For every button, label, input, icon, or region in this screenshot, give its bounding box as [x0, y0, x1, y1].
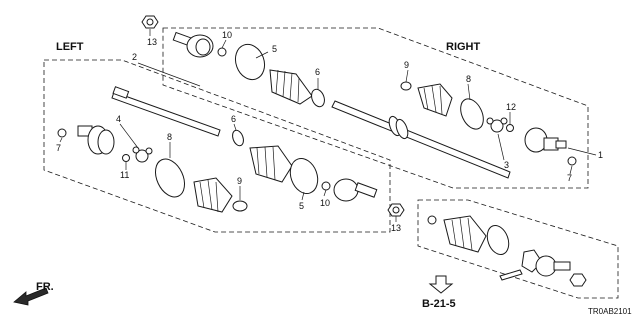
left-shaft: [111, 86, 221, 137]
nut-13-bottom: [387, 203, 405, 217]
left-group-outline: [43, 59, 391, 233]
callout-5-right: 5: [272, 44, 277, 54]
callout-5-left: 5: [299, 201, 304, 211]
callout-8-left: 8: [167, 132, 172, 142]
callout-10-left: 10: [320, 198, 330, 208]
right-group-outline: [162, 27, 589, 189]
callout-9-left: 9: [237, 176, 242, 186]
right-boot-band-8: [460, 98, 484, 130]
right-boot-band-5a: [234, 43, 266, 81]
left-clip-11: [122, 154, 130, 162]
right-header: RIGHT: [446, 41, 481, 53]
left-boot-band-5: [289, 158, 319, 194]
left-clip-9: [232, 200, 248, 212]
right-washer-10: [217, 47, 227, 57]
right-inner-joint: [524, 127, 567, 153]
callout-3: 3: [504, 160, 509, 170]
callout-9-right: 9: [404, 60, 409, 70]
callout-8-right: 8: [466, 74, 471, 84]
sub-assembly-outline: [417, 199, 619, 299]
left-header: LEFT: [56, 41, 84, 53]
right-outer-boot: [269, 69, 313, 105]
callout-1: 1: [598, 150, 603, 160]
callout-7-left: 7: [56, 143, 61, 153]
right-boot-clamp-6: [311, 88, 325, 108]
right-clip-12: [506, 124, 514, 132]
left-inner-boot: [193, 177, 233, 213]
callout-10-right: 10: [222, 30, 232, 40]
nut-13-top: [141, 15, 159, 29]
callout-7-right: 7: [567, 173, 572, 183]
reference-arrow-icon: [428, 275, 454, 294]
left-boot-band-8: [154, 158, 186, 198]
left-tripod-4: [132, 146, 153, 163]
right-tripod-3: [486, 117, 508, 133]
callout-13-bottom: 13: [391, 223, 401, 233]
callout-6-right: 6: [315, 67, 320, 77]
right-outer-joint: [172, 31, 214, 58]
reference-label: B-21-5: [422, 298, 456, 310]
left-washer-10: [321, 181, 331, 191]
left-outer-joint: [333, 178, 378, 202]
left-circlip-7: [57, 128, 67, 138]
right-shaft: [331, 100, 511, 179]
callout-11: 11: [120, 170, 129, 180]
right-clip-9: [400, 81, 412, 91]
leader-lines: [59, 29, 597, 222]
diagram-code: TR0AB2101: [588, 307, 632, 316]
right-circlip-7: [567, 156, 577, 166]
sub-assembly-parts: [427, 215, 587, 287]
callout-13-top: 13: [147, 37, 157, 47]
left-outer-boot: [249, 145, 293, 183]
front-direction-label: FR.: [36, 281, 54, 293]
callout-4: 4: [116, 114, 121, 124]
right-inner-boot: [417, 83, 453, 117]
callout-12: 12: [506, 102, 516, 112]
left-inner-joint: [77, 125, 115, 155]
callout-6-left: 6: [231, 114, 236, 124]
left-boot-clamp-6: [232, 129, 244, 147]
front-direction-arrow-icon: [13, 287, 49, 306]
callout-2: 2: [132, 52, 137, 62]
